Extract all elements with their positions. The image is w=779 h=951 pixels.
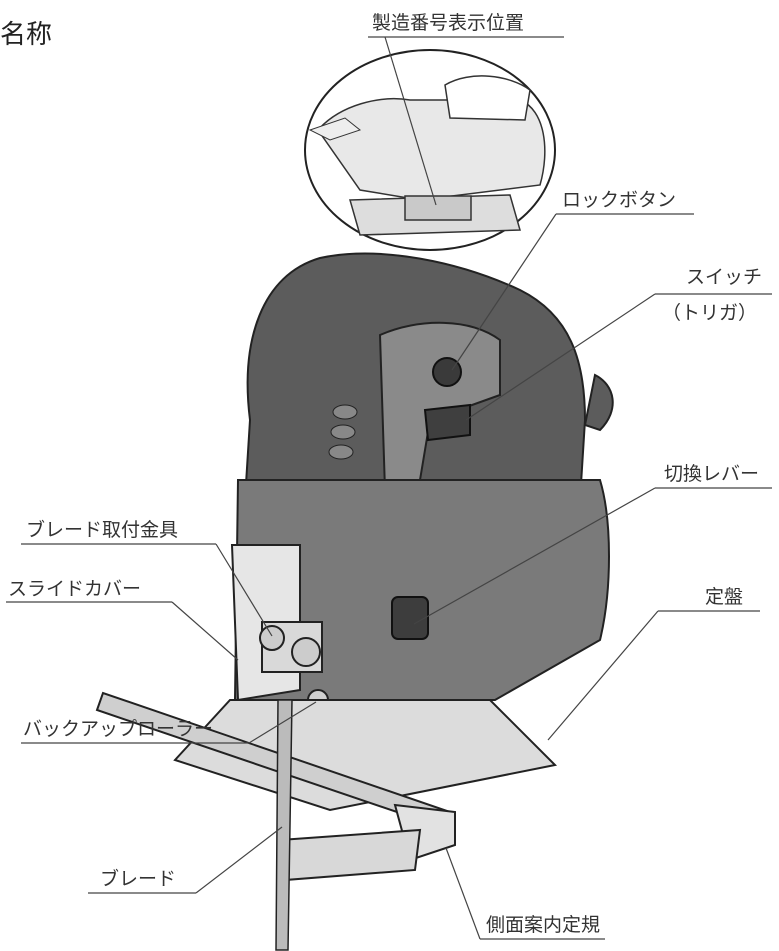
label-serial-position: 製造番号表示位置: [372, 12, 525, 34]
blade-holder-part: [259, 625, 285, 651]
jigsaw: [95, 252, 614, 951]
label-backup-roller: バックアップローラー: [23, 718, 214, 740]
trigger-part: [423, 403, 471, 442]
change-lever-part: [391, 596, 429, 640]
label-blade-holder: ブレード取付金具: [26, 519, 179, 541]
lock-button-part: [432, 357, 462, 387]
leader-lines: [6, 36, 772, 940]
page-title: 名称: [0, 20, 53, 50]
serial-plate: [404, 195, 472, 221]
label-blade: ブレード: [100, 868, 177, 890]
label-base: 定盤: [705, 586, 744, 608]
label-slide-cover: スライドカバー: [8, 578, 142, 600]
label-side-guide: 側面案内定規: [486, 914, 601, 936]
label-lock-button: ロックボタン: [562, 189, 677, 211]
label-trigger: （トリガ）: [662, 302, 758, 324]
serial-inset: [304, 49, 556, 251]
blade-part: [275, 699, 293, 951]
base-plate: [173, 699, 558, 812]
label-change-lever: 切換レバー: [664, 463, 760, 485]
label-switch: スイッチ: [686, 266, 763, 288]
gear-housing: [233, 479, 610, 701]
